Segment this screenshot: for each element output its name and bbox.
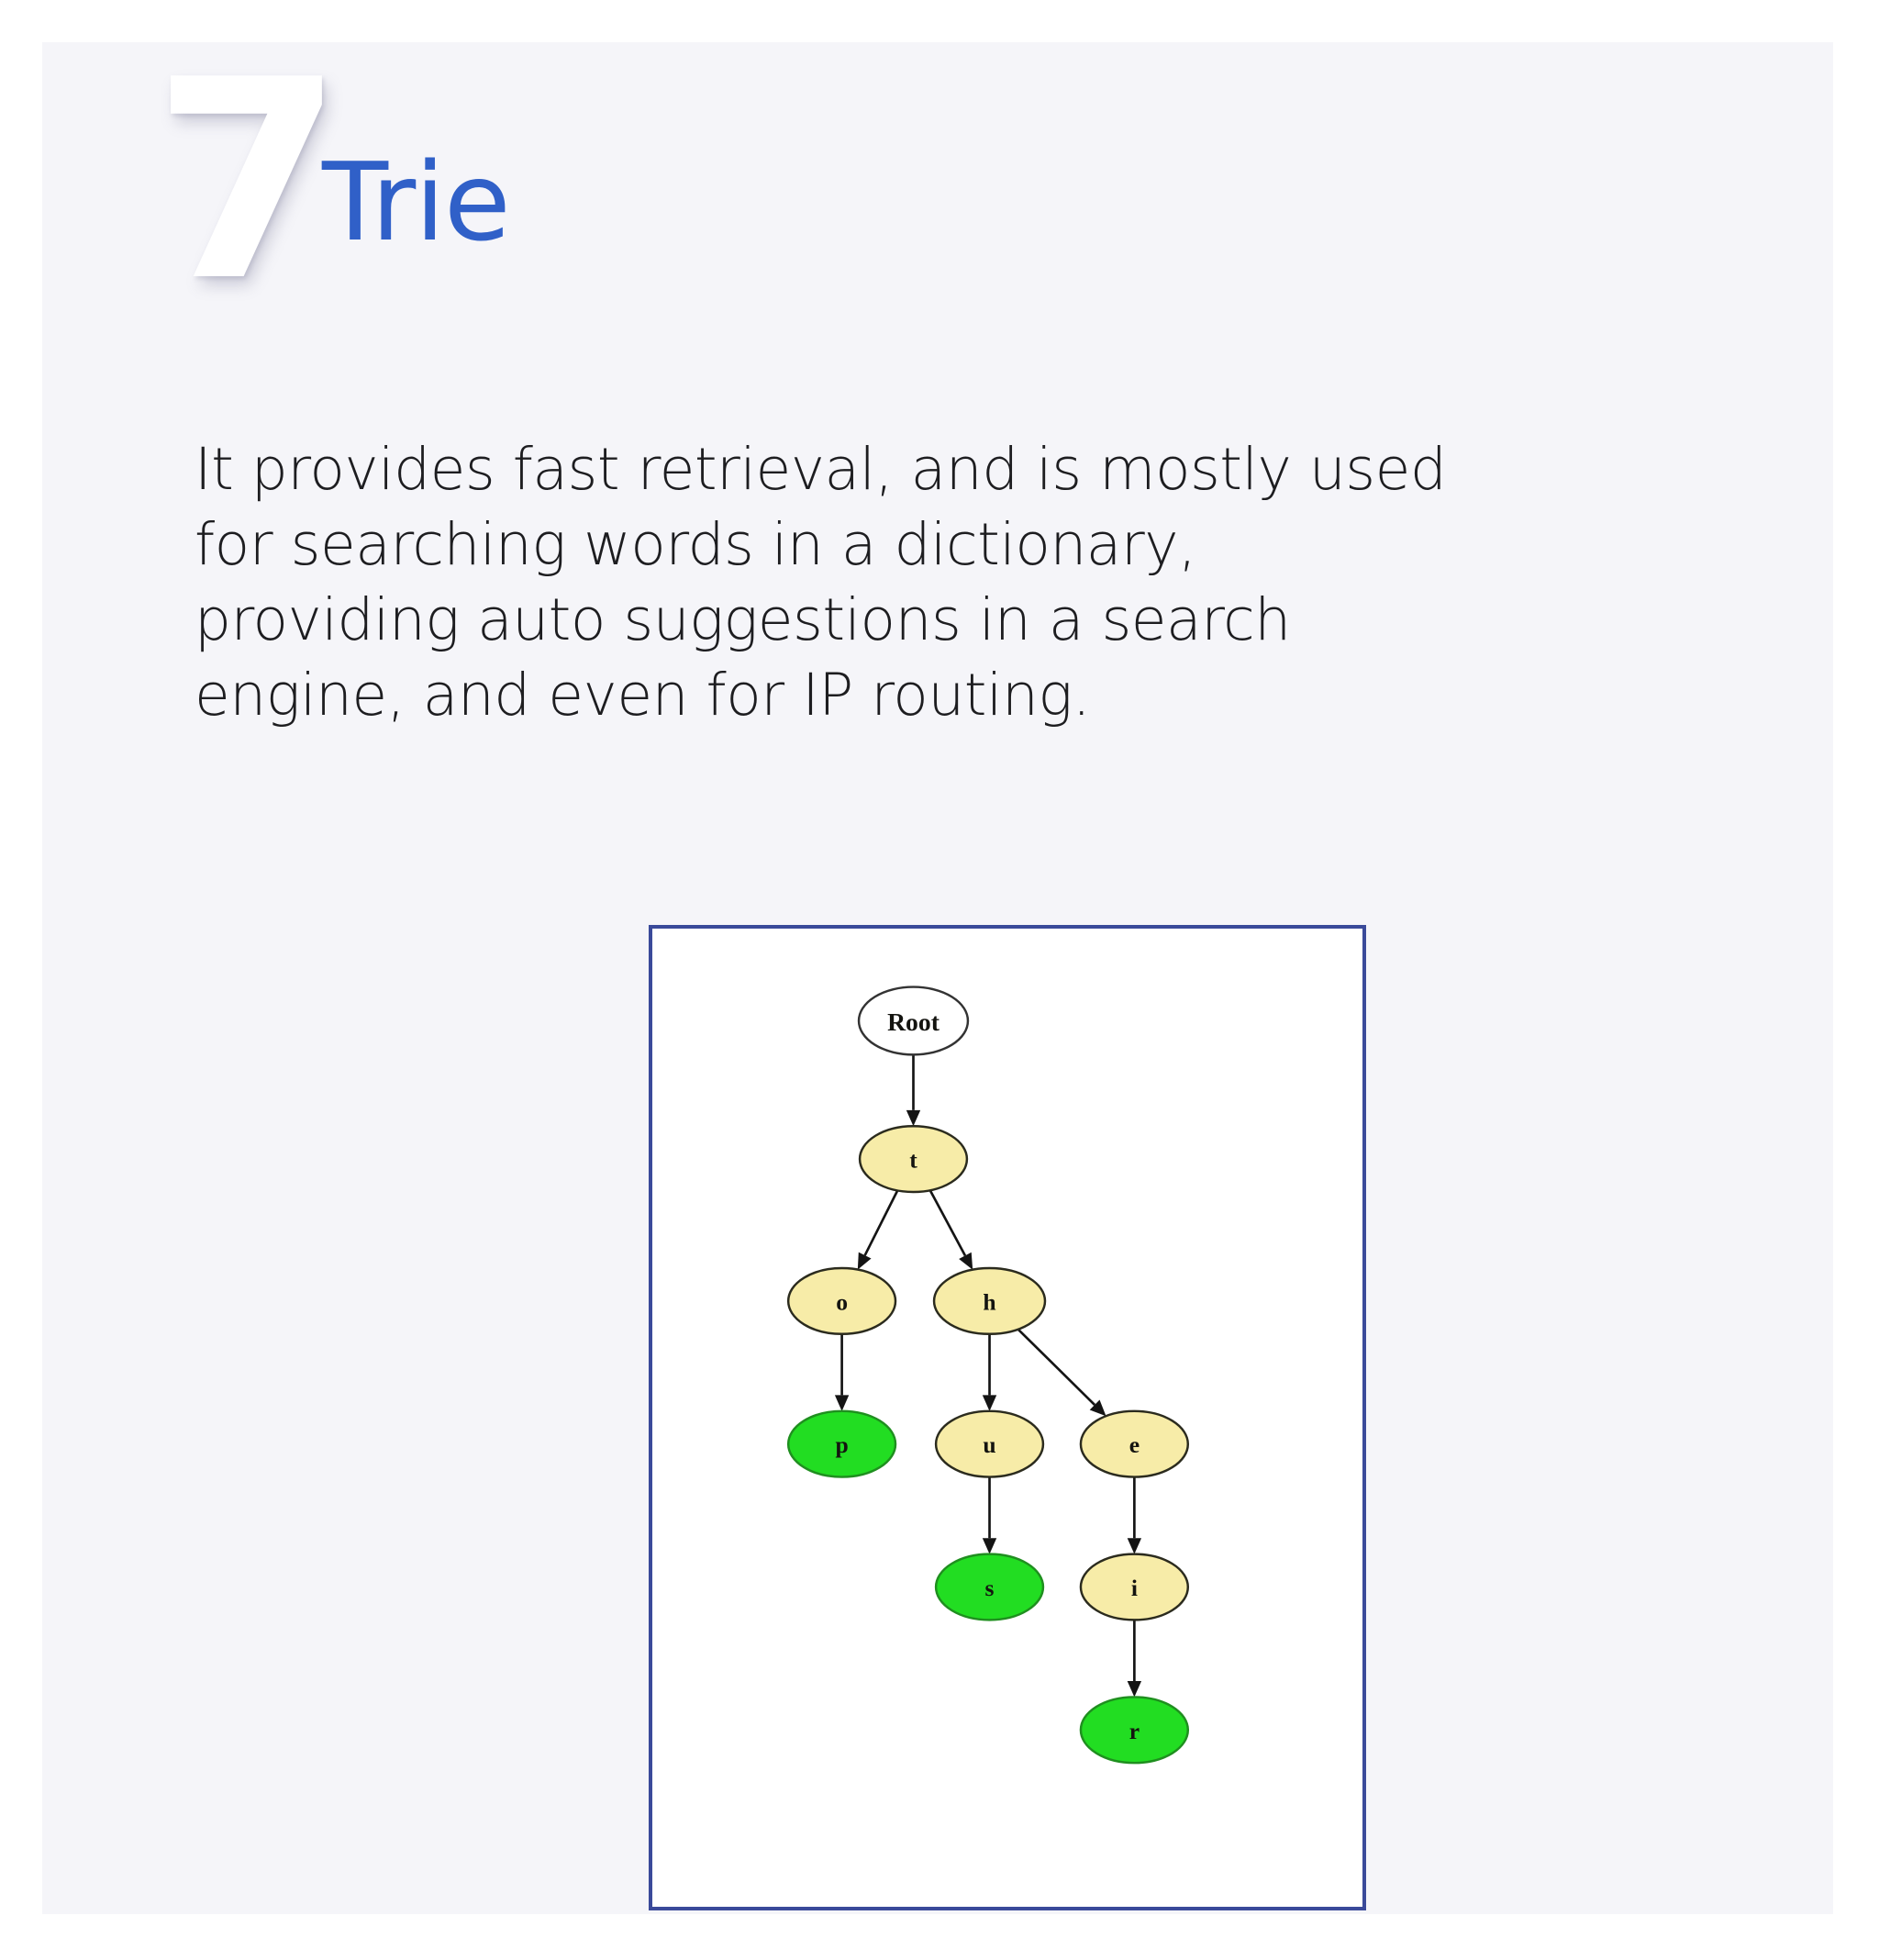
arrowhead-t-to-h bbox=[959, 1252, 973, 1270]
arrowhead-root-to-t bbox=[906, 1109, 921, 1127]
trie-diagram: Root t o h p u e s i r bbox=[786, 986, 1190, 1765]
trie-node-h[interactable]: h bbox=[932, 1266, 1047, 1336]
slide-number: 7 bbox=[152, 21, 344, 341]
node-label-root: Root bbox=[887, 1008, 940, 1036]
trie-node-u[interactable]: u bbox=[934, 1409, 1045, 1478]
arrowhead-h-to-e bbox=[1089, 1399, 1106, 1417]
arrowhead-e-to-i bbox=[1127, 1538, 1142, 1554]
edge-h-to-e bbox=[1017, 1328, 1096, 1406]
trie-node-p[interactable]: p bbox=[786, 1409, 897, 1478]
edge-t-to-o bbox=[863, 1189, 899, 1256]
page-title: Trie bbox=[322, 139, 511, 265]
node-label-i: i bbox=[1131, 1575, 1138, 1601]
node-shape-h bbox=[932, 1266, 1047, 1336]
arrowhead-h-to-u bbox=[982, 1395, 997, 1411]
node-shape-r bbox=[1079, 1696, 1190, 1765]
slide-header: 7 Trie bbox=[152, 44, 1620, 327]
arrowhead-i-to-r bbox=[1127, 1681, 1142, 1698]
node-shape-t bbox=[858, 1125, 969, 1194]
node-label-h: h bbox=[983, 1288, 995, 1315]
trie-node-i[interactable]: i bbox=[1079, 1553, 1190, 1621]
node-label-u: u bbox=[983, 1431, 995, 1458]
arrowhead-u-to-s bbox=[982, 1538, 997, 1554]
arrowhead-o-to-p bbox=[834, 1395, 850, 1411]
trie-node-o[interactable]: o bbox=[786, 1266, 897, 1336]
node-shape-u bbox=[934, 1409, 1045, 1478]
slide-card: 7 Trie It provides fast retrieval, and i… bbox=[42, 42, 1833, 1914]
node-label-e: e bbox=[1129, 1431, 1140, 1458]
node-shape-e bbox=[1079, 1409, 1190, 1478]
arrowhead-t-to-o bbox=[857, 1252, 872, 1270]
edge-layer bbox=[834, 1054, 1142, 1698]
node-shape-root bbox=[857, 986, 970, 1056]
node-label-r: r bbox=[1129, 1718, 1140, 1744]
trie-node-e[interactable]: e bbox=[1079, 1409, 1190, 1478]
node-shape-o bbox=[786, 1266, 897, 1336]
description-paragraph: It provides fast retrieval, and is mostl… bbox=[195, 436, 1447, 729]
trie-node-r[interactable]: r bbox=[1079, 1696, 1190, 1765]
node-layer: Root t o h p u e s i r bbox=[786, 986, 1190, 1765]
node-shape-i bbox=[1079, 1553, 1190, 1621]
node-label-o: o bbox=[836, 1288, 848, 1315]
node-label-p: p bbox=[835, 1431, 848, 1458]
trie-node-t[interactable]: t bbox=[858, 1125, 969, 1194]
node-shape-p bbox=[786, 1409, 897, 1478]
trie-node-root[interactable]: Root bbox=[857, 986, 970, 1056]
node-label-t: t bbox=[909, 1147, 917, 1174]
trie-node-s[interactable]: s bbox=[934, 1553, 1045, 1621]
node-shape-s bbox=[934, 1553, 1045, 1621]
edge-t-to-h bbox=[928, 1189, 967, 1256]
node-label-s: s bbox=[985, 1575, 995, 1601]
trie-diagram-frame: Root t o h p u e s i r bbox=[649, 925, 1366, 1910]
